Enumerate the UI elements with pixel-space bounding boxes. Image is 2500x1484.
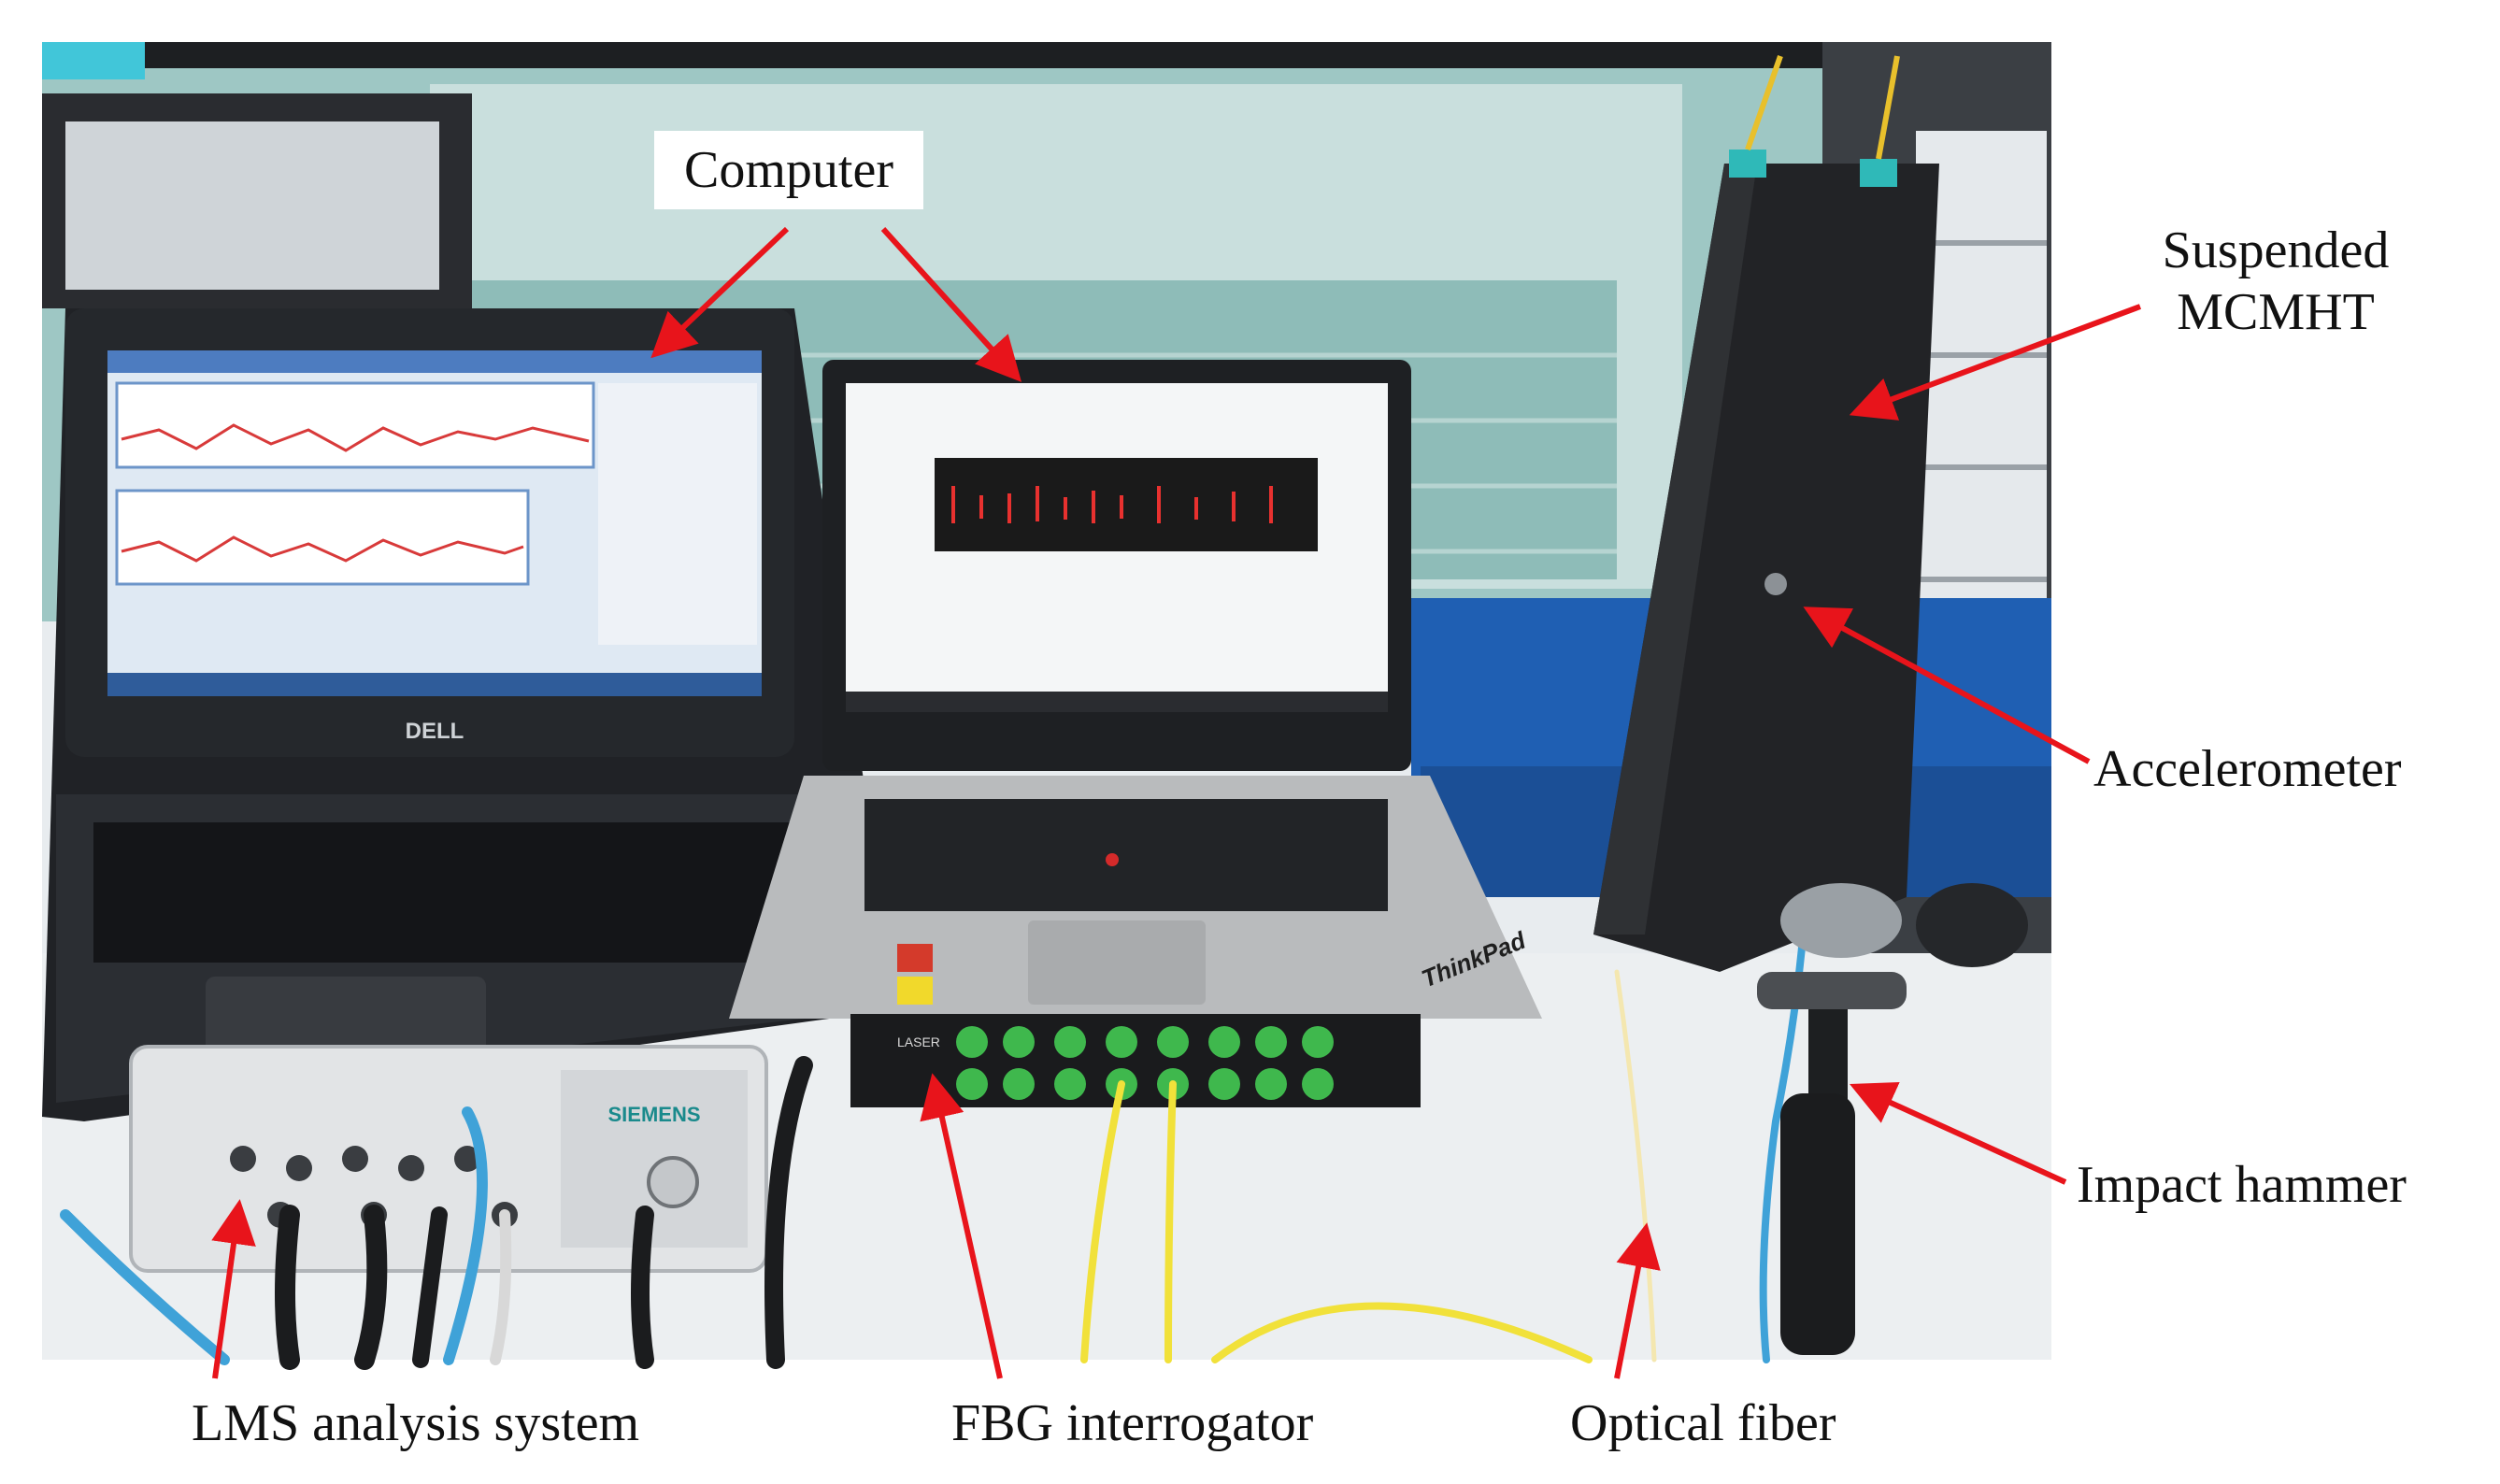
lms-device: SIEMENS — [129, 1045, 768, 1273]
dell-logo: DELL — [406, 719, 464, 744]
accelerometer-sensor — [1764, 573, 1787, 595]
label-computer: Computer — [654, 131, 923, 209]
label-lms: LMS analysis system — [192, 1394, 640, 1452]
siemens-logo: SIEMENS — [607, 1103, 700, 1126]
suspended-mcmht — [1593, 55, 1939, 972]
impact-hammer — [1757, 972, 1907, 1355]
label-suspended-line2: MCMHT — [2177, 283, 2375, 341]
label-fbg: FBG interrogator — [951, 1394, 1314, 1452]
label-suspended-mcmht: Suspended MCMHT — [2121, 224, 2430, 338]
interrogator-label: LASER — [897, 1035, 940, 1049]
annotation-arrows — [211, 226, 2142, 1379]
thinkpad-laptop: ThinkPad — [729, 360, 1542, 1019]
label-impact-hammer: Impact hammer — [2077, 1156, 2407, 1214]
mouse — [1780, 883, 1902, 958]
dell-laptop: DELL — [42, 308, 897, 1121]
label-accelerometer: Accelerometer — [2093, 740, 2402, 798]
label-suspended-line1: Suspended — [2162, 221, 2390, 279]
cables — [60, 594, 1813, 1370]
label-optical-fiber: Optical fiber — [1570, 1394, 1836, 1452]
